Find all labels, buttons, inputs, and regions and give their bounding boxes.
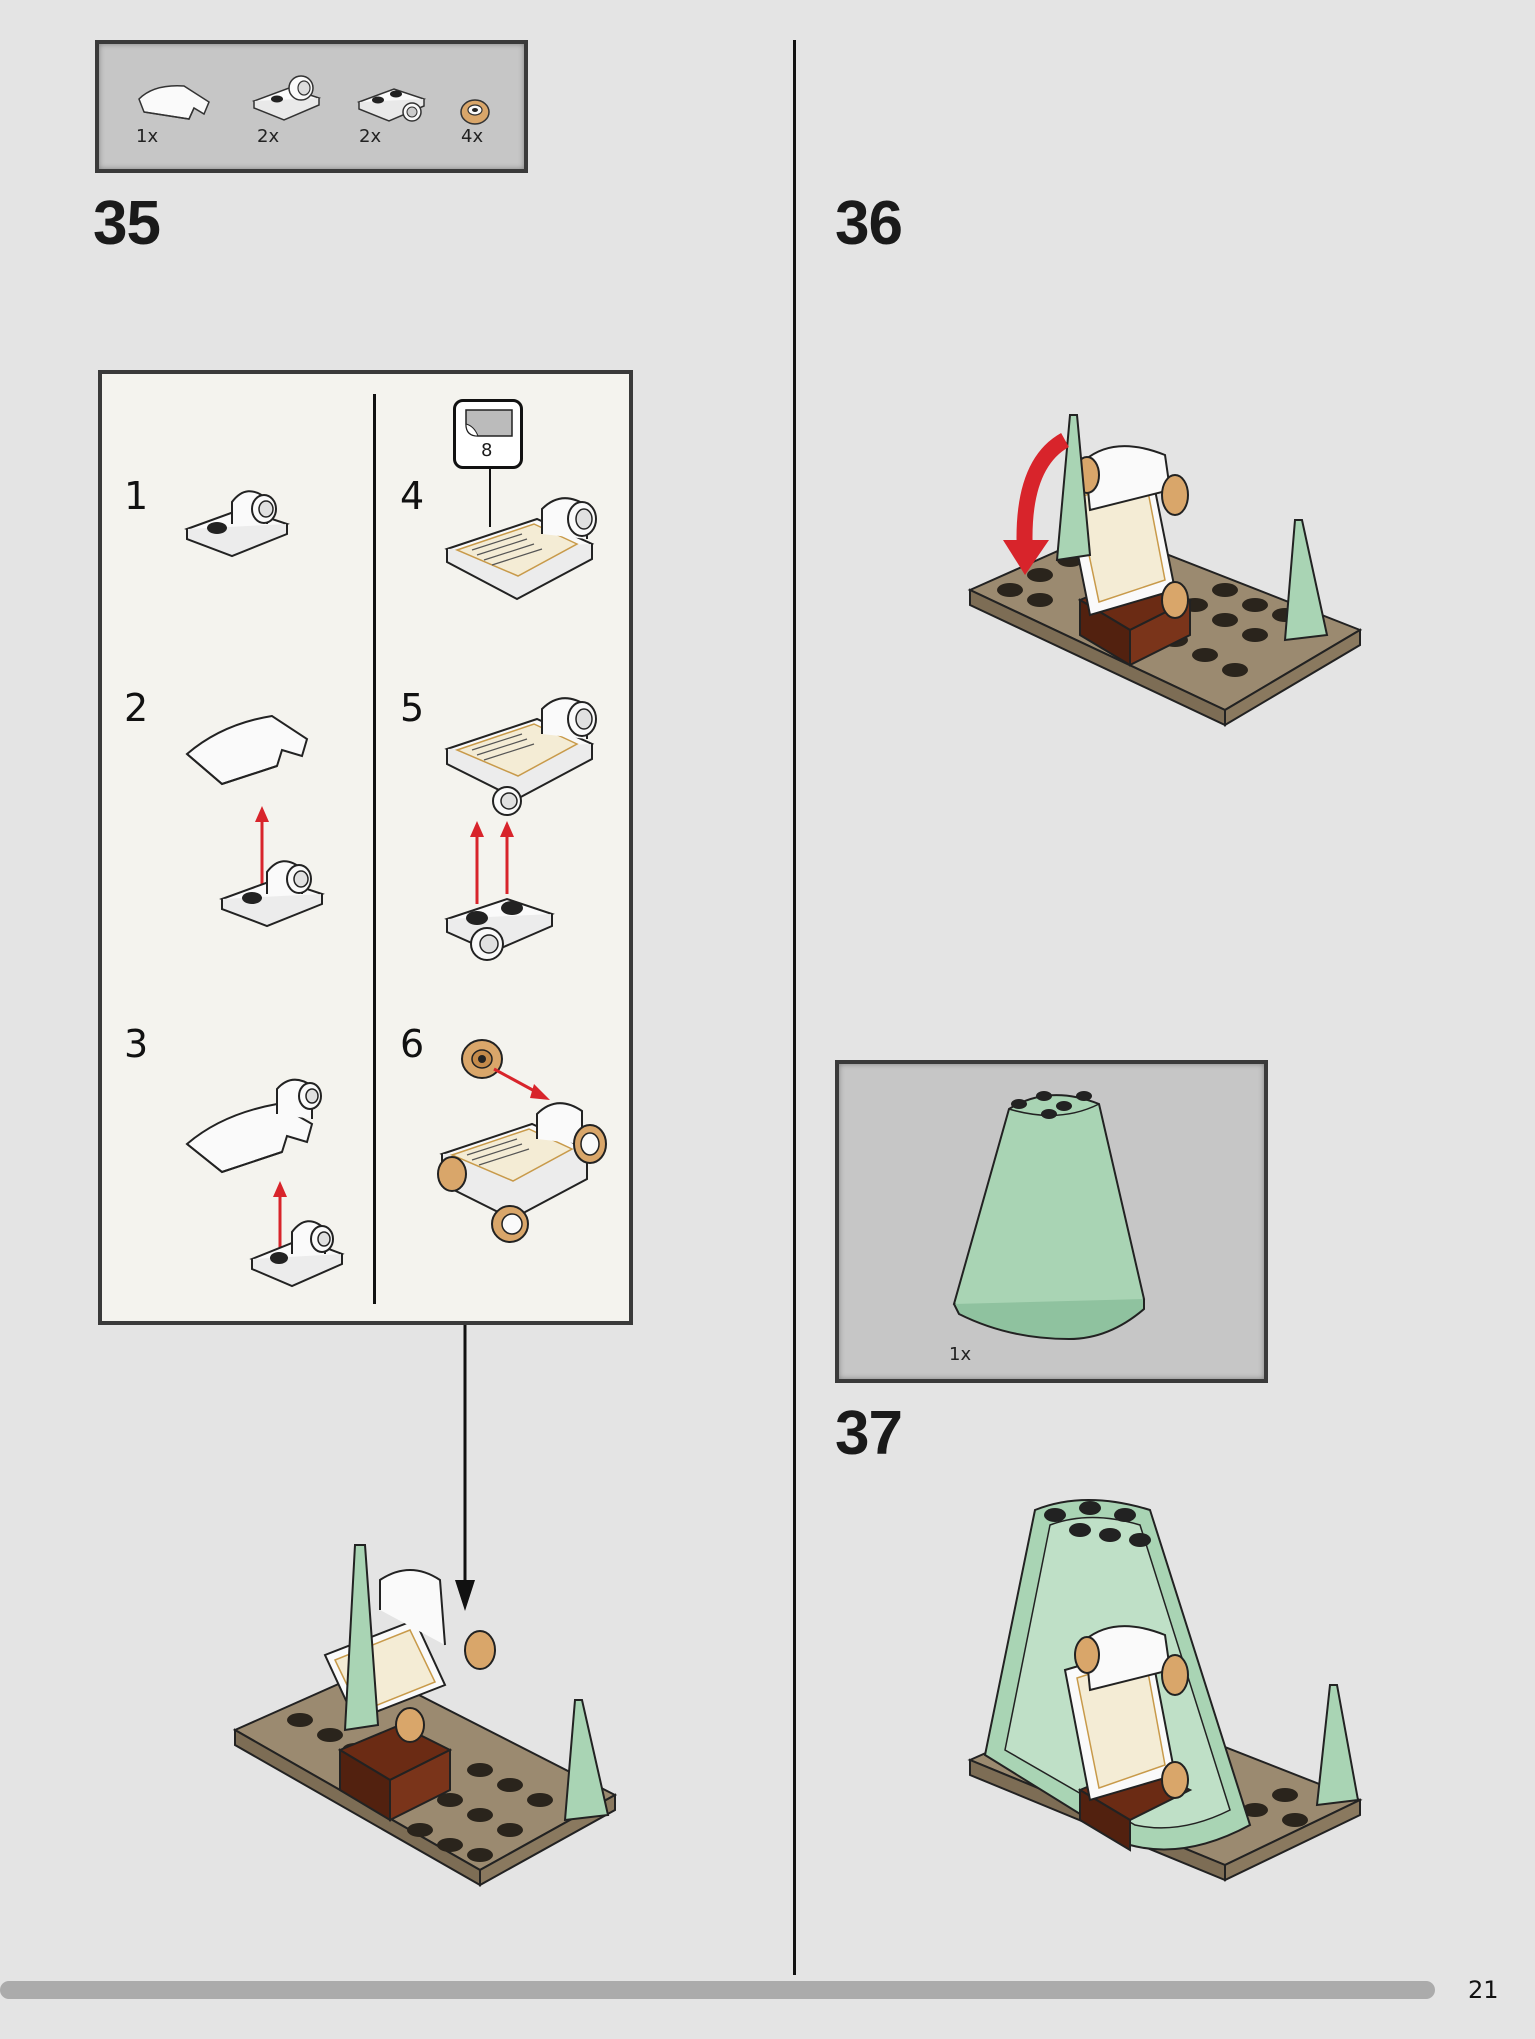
step-number-36: 36 (835, 189, 903, 258)
substep-5: 5 (400, 686, 425, 730)
plate-with-clip-illustration (184, 490, 290, 558)
model-illustration-step-36 (967, 414, 1363, 727)
substep-4: 4 (400, 474, 425, 518)
substep-3: 3 (124, 1022, 149, 1066)
printed-slope-assembly-illustration (444, 697, 597, 816)
page-progress-bar (0, 1981, 1435, 1999)
page-number: 21 (1468, 1976, 1499, 2004)
step-number-37: 37 (835, 1399, 903, 1468)
sticker-callout: 8 (453, 399, 523, 469)
sticker-icon (465, 409, 513, 437)
sub-assembly-callout: 1 2 3 4 5 6 (98, 370, 633, 1325)
model-illustration-step-35 (232, 1544, 618, 1887)
callout-connector-arrow (455, 1325, 475, 1611)
curved-slope-illustration (185, 714, 309, 786)
assembly-arrow (255, 806, 269, 896)
curved-slope-white-icon (138, 85, 210, 120)
plate-with-clip-illustration (219, 860, 325, 928)
substep-6: 6 (400, 1022, 425, 1066)
cone-sand-green-icon (952, 1091, 1146, 1341)
part-qty-4: 4x (461, 126, 484, 147)
callout-column-divider (373, 394, 376, 1304)
wheel-illustration (461, 1039, 503, 1079)
assembly-arrow (470, 821, 514, 904)
plate-with-clip-illustration (249, 1220, 345, 1288)
wheel-tan-icon (460, 99, 490, 125)
parts-list-step-37: 1x (835, 1060, 1268, 1383)
printed-slope-wheels-illustration (437, 1102, 607, 1243)
part-qty-3: 2x (359, 126, 382, 147)
assembly-arrow (493, 1067, 550, 1100)
printed-slope-illustration (444, 497, 597, 601)
substep-1: 1 (124, 474, 149, 518)
plate-with-pin-hole-white-icon (356, 88, 427, 122)
plate-with-pin-hole-illustration (444, 897, 555, 961)
model-illustration-step-37 (967, 1499, 1363, 1882)
part-qty-2: 2x (257, 126, 280, 147)
substep-2: 2 (124, 686, 149, 730)
sticker-pointer-line (489, 469, 491, 527)
plate-with-clip-white-icon (251, 75, 322, 121)
part-qty-1: 1x (136, 126, 159, 147)
step-number-35: 35 (93, 189, 161, 258)
parts-list-step-35: 1x 2x 2x 4x (95, 40, 528, 173)
part-qty-cone: 1x (949, 1344, 972, 1365)
curved-slope-with-clip-illustration (185, 1078, 322, 1174)
sticker-number: 8 (481, 440, 493, 461)
page-column-divider (793, 40, 796, 1975)
